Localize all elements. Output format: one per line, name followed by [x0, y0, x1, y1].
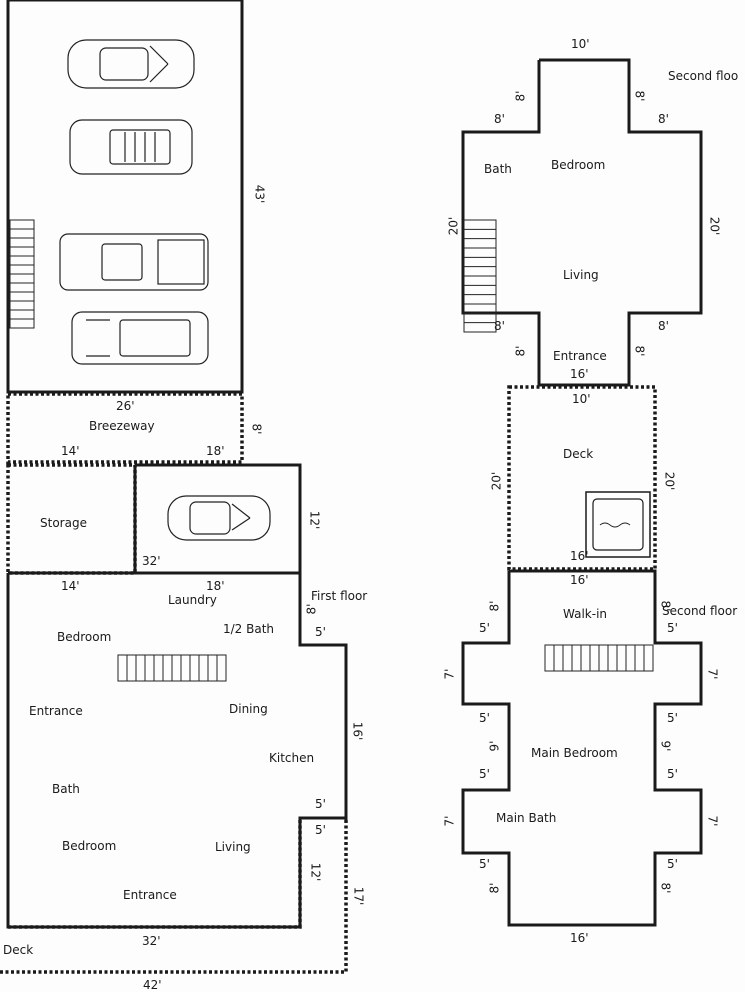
dim-label: 8' [513, 345, 528, 357]
dim-label: 5' [667, 711, 678, 725]
second-floor-upper-wall [461, 58, 703, 387]
room-entrance-2: Entrance [123, 888, 177, 902]
upper-deck-wall [507, 385, 657, 571]
dim-label: 18' [206, 579, 225, 593]
dim-label: 5' [667, 767, 678, 781]
room-entrance-1: Entrance [29, 704, 83, 718]
hot-tub [585, 491, 651, 558]
car-pickup [59, 233, 209, 291]
dim-label: 20' [662, 471, 677, 491]
dim-label: 5' [479, 767, 490, 781]
dim-label: 32' [142, 934, 161, 948]
dim-label: 8' [487, 600, 502, 612]
dim-label: 7' [705, 815, 720, 827]
dim-label: 10' [571, 37, 590, 51]
dim-label: 8' [304, 603, 319, 615]
dim-label: 8' [249, 423, 264, 435]
dim-label: 20' [707, 216, 722, 236]
dim-label: 8' [658, 112, 669, 126]
dim-label: 8' [494, 319, 505, 333]
dim-label: 5' [667, 857, 678, 871]
dim-label: 5' [315, 797, 326, 811]
room-walk-in: Walk-in [563, 607, 608, 621]
dim-label: 16' [570, 931, 589, 945]
dim-label: 8' [487, 882, 502, 894]
dim-label: 5' [479, 711, 490, 725]
room-bedroom-2: Bedroom [62, 839, 117, 853]
dim-label: 20' [489, 471, 504, 491]
room-main-bedroom: Main Bedroom [531, 746, 618, 760]
dim-label: 5' [315, 625, 326, 639]
dim-label: 14' [61, 444, 80, 458]
dim-label: 8' [494, 112, 505, 126]
first-floor-label: First floor [311, 589, 368, 603]
dim-label: 5' [315, 823, 326, 837]
first-floor-wall [298, 573, 348, 820]
car-convertible-top [67, 39, 195, 89]
dim-label: 5' [667, 621, 678, 635]
dim-label: 9' [658, 740, 673, 752]
dim-label: 16' [570, 573, 589, 587]
car-convertible-bay [167, 495, 271, 541]
second-floor-lower-wall [461, 569, 703, 927]
dim-label: 9' [487, 740, 502, 752]
dim-label: 16' [570, 367, 589, 381]
dim-label: 7' [442, 815, 457, 827]
dim-label: 8' [632, 90, 647, 102]
room-half-bath: 1/2 Bath [223, 622, 275, 636]
room-entrance-upper: Entrance [553, 349, 607, 363]
dim-label: 17' [351, 886, 366, 906]
dim-label: 5' [479, 857, 490, 871]
room-living-upper: Living [563, 268, 599, 282]
dim-label: 14' [61, 579, 80, 593]
car-suv-2 [71, 311, 209, 365]
dim-label: 42' [143, 978, 162, 992]
room-bedroom-upper: Bedroom [551, 158, 606, 172]
room-main-bath: Main Bath [496, 811, 557, 825]
dim-label: 12' [308, 862, 323, 882]
dim-label: 32' [142, 554, 161, 568]
garage-wall [6, 0, 244, 394]
dim-label: 16' [570, 549, 589, 563]
room-deck-lower: Deck [3, 943, 34, 957]
dim-label: 10' [572, 392, 591, 406]
room-living-1: Living [215, 840, 251, 854]
room-bedroom-1: Bedroom [57, 630, 112, 644]
room-deck-upper: Deck [563, 447, 594, 461]
room-bath-upper: Bath [484, 162, 512, 176]
dim-label: 7' [442, 668, 457, 680]
dim-label: 8' [658, 882, 673, 894]
dim-label: 43' [252, 184, 267, 204]
dim-label: 16' [350, 721, 365, 741]
car-bay-wall [135, 463, 302, 573]
breezeway-wall [6, 392, 244, 464]
dim-label: 5' [479, 621, 490, 635]
dim-label: 12' [307, 510, 322, 530]
dim-label: 18' [206, 444, 225, 458]
deck-wall [0, 820, 348, 974]
dim-label: 8' [658, 600, 673, 612]
room-laundry: Laundry [168, 593, 217, 607]
second-floor-label-mid: Second floor [662, 604, 738, 618]
room-bath-1: Bath [52, 782, 80, 796]
car-suv-1 [69, 119, 193, 175]
room-kitchen: Kitchen [269, 751, 315, 765]
second-floor-label-top: Second floo [668, 69, 739, 83]
dim-label: 7' [705, 668, 720, 680]
dim-label: 26' [116, 399, 135, 413]
room-breezeway: Breezeway [89, 419, 155, 433]
room-dining: Dining [229, 702, 268, 716]
dim-label: 20' [446, 216, 461, 236]
dim-label: 8' [632, 345, 647, 357]
dim-label: 8' [658, 319, 669, 333]
room-storage: Storage [40, 516, 87, 530]
dim-label: 8' [513, 90, 528, 102]
